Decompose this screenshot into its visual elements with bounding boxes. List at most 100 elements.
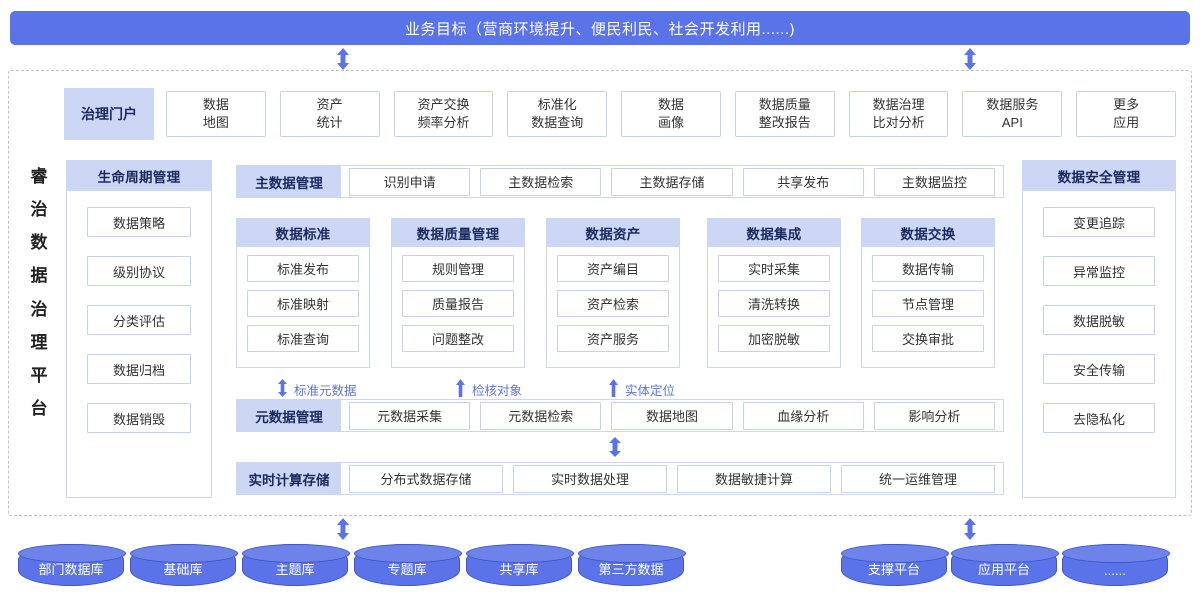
master-data-item[interactable]: 主数据存储 xyxy=(611,167,733,196)
column-item[interactable]: 数据传输 xyxy=(872,255,984,282)
double-arrow-icon xyxy=(336,518,350,540)
column-item-list: 数据传输 节点管理 交换审批 xyxy=(862,247,994,360)
metadata-item[interactable]: 血缘分析 xyxy=(742,401,864,430)
portal-app-item[interactable]: 数据 地图 xyxy=(166,91,266,137)
realtime-item[interactable]: 实时数据处理 xyxy=(513,464,667,493)
portal-app-line2: 统计 xyxy=(316,115,343,130)
realtime-item[interactable]: 数据敏捷计算 xyxy=(677,464,831,493)
lifecycle-item[interactable]: 数据归档 xyxy=(87,354,191,384)
vtitle-char: 理 xyxy=(30,332,48,352)
column-title: 数据质量管理 xyxy=(392,219,524,247)
metadata-item[interactable]: 影响分析 xyxy=(873,401,996,430)
security-item[interactable]: 去隐私化 xyxy=(1043,403,1155,433)
column-item[interactable]: 加密脱敏 xyxy=(718,325,830,352)
portal-app-item[interactable]: 资产 统计 xyxy=(279,91,380,137)
column-item[interactable]: 标准查询 xyxy=(247,325,359,352)
master-data-item[interactable]: 主数据检索 xyxy=(480,167,602,196)
master-data-item[interactable]: 共享发布 xyxy=(742,167,864,196)
portal-app-item[interactable]: 数据 画像 xyxy=(621,91,721,137)
column-title: 数据资产 xyxy=(547,219,679,247)
platform-target-cylinder[interactable]: 应用平台 xyxy=(951,544,1059,586)
flow-label-text: 实体定位 xyxy=(625,384,676,398)
column-item[interactable]: 标准发布 xyxy=(247,255,359,282)
data-source-cylinder[interactable]: 基础库 xyxy=(130,544,238,586)
data-source-label: 专题库 xyxy=(387,562,427,577)
master-data-item[interactable]: 识别申请 xyxy=(349,167,471,196)
data-source-cylinder[interactable]: 共享库 xyxy=(466,544,574,586)
portal-app-item[interactable]: 数据服务 API xyxy=(962,91,1063,137)
security-item[interactable]: 异常监控 xyxy=(1043,256,1155,286)
column-item-list: 规则管理 质量报告 问题整改 xyxy=(392,247,524,360)
column-item[interactable]: 交换审批 xyxy=(872,325,984,352)
column-item[interactable]: 资产检索 xyxy=(557,290,669,317)
data-source-cylinder[interactable]: 专题库 xyxy=(354,544,462,586)
portal-app-item[interactable]: 数据治理 比对分析 xyxy=(848,91,949,137)
lifecycle-item[interactable]: 数据策略 xyxy=(87,207,191,237)
vtitle-char: 治 xyxy=(30,299,48,319)
platform-target-cylinder[interactable]: ...... xyxy=(1062,544,1170,586)
column-item[interactable]: 资产服务 xyxy=(557,325,669,352)
portal-app-item[interactable]: 标准化 数据查询 xyxy=(507,91,608,137)
data-source-label: 主题库 xyxy=(275,562,315,577)
portal-app-line2: 应用 xyxy=(1113,115,1140,130)
lifecycle-item[interactable]: 数据销毁 xyxy=(87,403,191,433)
domain-column-data-exchange: 数据交换 数据传输 节点管理 交换审批 xyxy=(861,218,995,368)
security-item[interactable]: 数据脱敏 xyxy=(1043,305,1155,335)
metadata-item[interactable]: 元数据采集 xyxy=(349,401,471,430)
data-source-cylinder[interactable]: 第三方数据 xyxy=(578,544,686,586)
metadata-item[interactable]: 数据地图 xyxy=(611,401,733,430)
column-item-list: 实时采集 清洗转换 加密脱敏 xyxy=(708,247,840,360)
flow-label-check-object: 检核对象 xyxy=(455,379,522,400)
lifecycle-item-list: 数据策略 级别协议 分类评估 数据归档 数据销毁 xyxy=(67,191,211,443)
domain-column-data-asset: 数据资产 资产编目 资产检索 资产服务 xyxy=(546,218,680,368)
column-item[interactable]: 资产编目 xyxy=(557,255,669,282)
column-item[interactable]: 质量报告 xyxy=(402,290,514,317)
column-item[interactable]: 标准映射 xyxy=(247,290,359,317)
column-item[interactable]: 节点管理 xyxy=(872,290,984,317)
data-source-cylinder[interactable]: 主题库 xyxy=(242,544,350,586)
double-arrow-icon xyxy=(277,379,288,400)
column-title: 数据标准 xyxy=(237,219,369,247)
column-title: 数据集成 xyxy=(708,219,840,247)
vtitle-char: 据 xyxy=(30,266,48,286)
column-item[interactable]: 清洗转换 xyxy=(718,290,830,317)
vtitle-char: 数 xyxy=(30,233,48,253)
double-arrow-icon xyxy=(963,518,977,540)
realtime-item[interactable]: 统一运维管理 xyxy=(841,464,995,493)
master-data-label: 主数据管理 xyxy=(237,166,341,197)
double-arrow-icon xyxy=(336,48,350,70)
column-item[interactable]: 实时采集 xyxy=(718,255,830,282)
vtitle-char: 台 xyxy=(30,398,48,418)
master-data-item[interactable]: 主数据监控 xyxy=(873,167,996,196)
lifecycle-item[interactable]: 级别协议 xyxy=(87,256,191,286)
portal-app-line1: 数据质量 xyxy=(758,97,811,113)
security-item[interactable]: 安全传输 xyxy=(1043,354,1155,384)
portal-app-line1: 标准化 xyxy=(537,97,577,113)
flow-label-text: 标准元数据 xyxy=(294,384,357,398)
portal-app-item[interactable]: 更多 应用 xyxy=(1076,91,1177,137)
double-arrow-icon xyxy=(963,48,977,70)
lifecycle-item[interactable]: 分类评估 xyxy=(87,305,191,335)
metadata-item[interactable]: 元数据检索 xyxy=(480,401,602,430)
portal-app-line2: 画像 xyxy=(658,115,685,130)
portal-app-line1: 数据 xyxy=(658,97,685,113)
realtime-item[interactable]: 分布式数据存储 xyxy=(349,464,503,493)
data-source-cylinder[interactable]: 部门数据库 xyxy=(18,544,126,586)
security-panel: 数据安全管理 变更追踪 异常监控 数据脱敏 安全传输 去隐私化 xyxy=(1022,160,1176,498)
portal-app-line2: API xyxy=(1001,115,1023,130)
platform-target-cylinder[interactable]: 支撑平台 xyxy=(841,544,949,586)
portal-label: 治理门户 xyxy=(64,88,154,140)
security-item-list: 变更追踪 异常监控 数据脱敏 安全传输 去隐私化 xyxy=(1023,191,1175,443)
domain-column-data-quality: 数据质量管理 规则管理 质量报告 问题整改 xyxy=(391,218,525,368)
portal-app-line1: 资产交换 xyxy=(417,97,470,113)
security-title: 数据安全管理 xyxy=(1023,161,1175,191)
column-item[interactable]: 问题整改 xyxy=(402,325,514,352)
security-item[interactable]: 变更追踪 xyxy=(1043,207,1155,237)
portal-app-line2: 比对分析 xyxy=(872,115,925,130)
portal-app-item[interactable]: 数据质量 整改报告 xyxy=(734,91,835,137)
platform-target-label: 支撑平台 xyxy=(867,562,920,577)
data-source-label: 部门数据库 xyxy=(38,562,104,577)
domain-column-data-integration: 数据集成 实时采集 清洗转换 加密脱敏 xyxy=(707,218,841,368)
portal-app-item[interactable]: 资产交换 频率分析 xyxy=(393,91,494,137)
column-item[interactable]: 规则管理 xyxy=(402,255,514,282)
